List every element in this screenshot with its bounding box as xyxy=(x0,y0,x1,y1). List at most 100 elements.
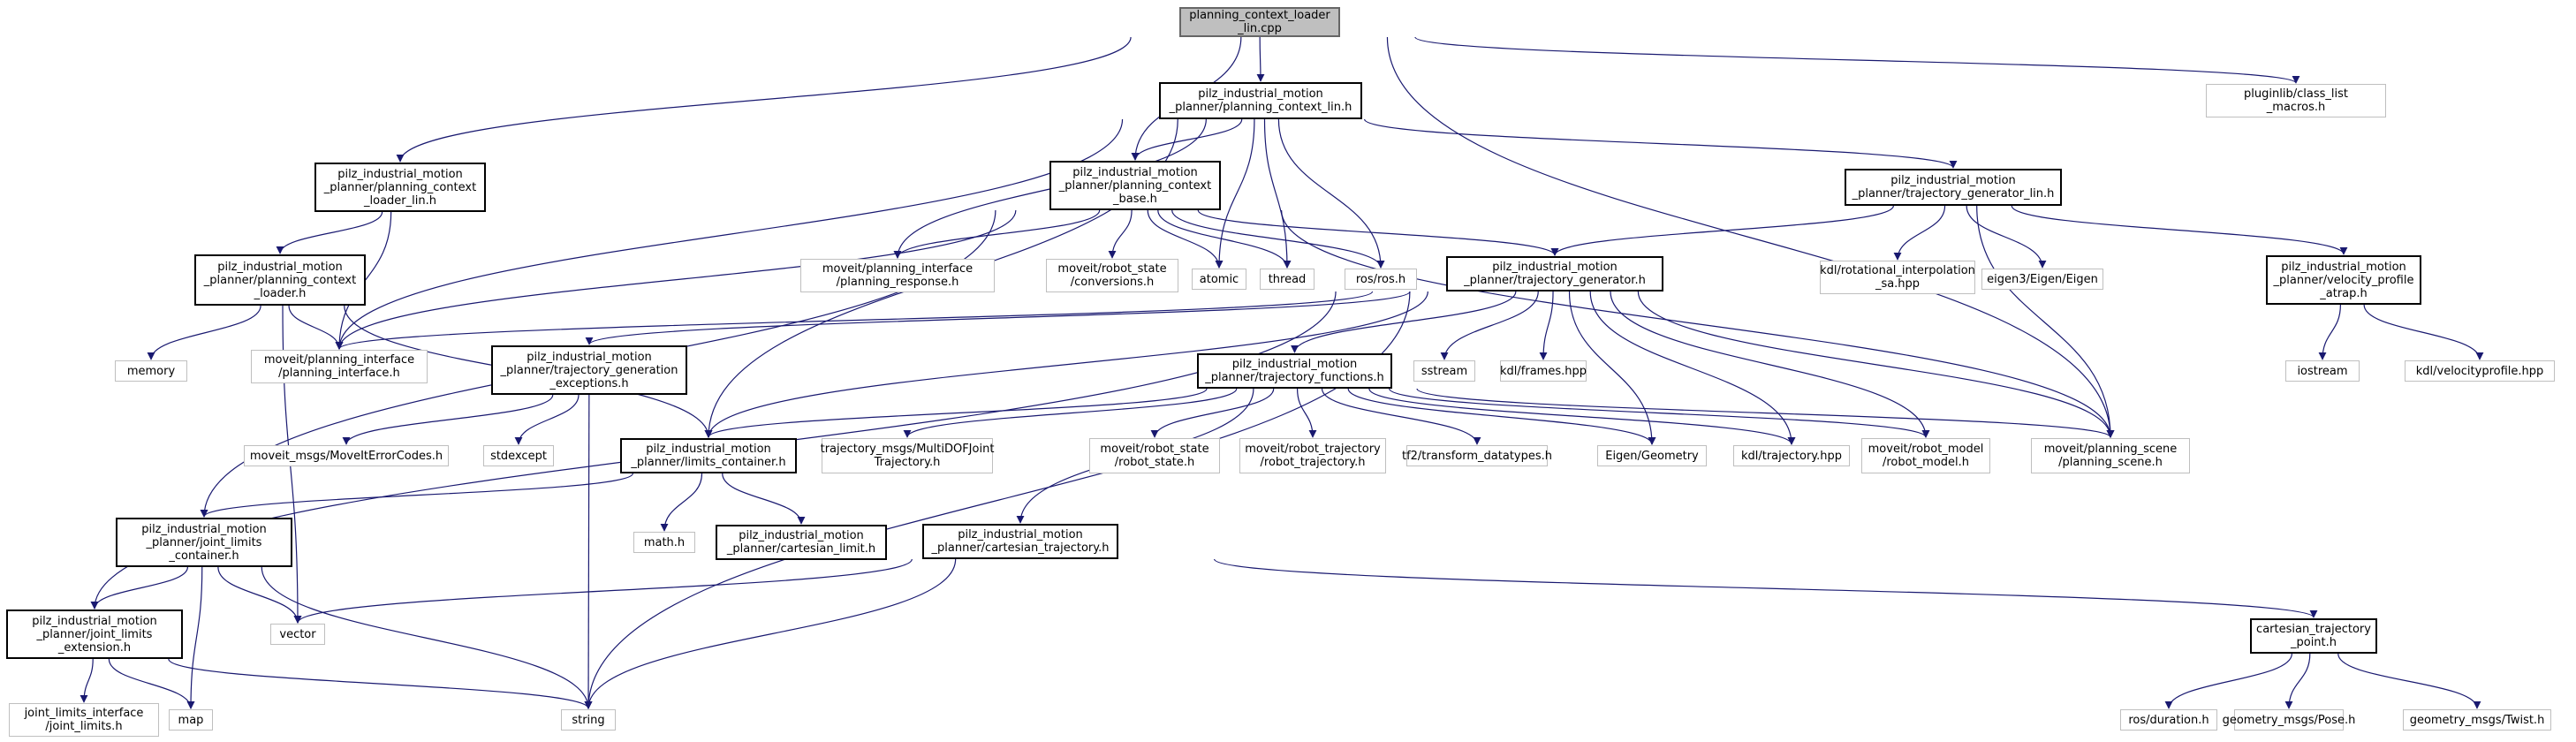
edge-tglinh-to-rotinterp xyxy=(1893,205,1946,261)
graph-node-tfuncs[interactable]: pilz_industrial_motion _planner/trajecto… xyxy=(1197,353,1392,389)
graph-node-string: string xyxy=(561,709,616,731)
edge-basedh-to-conv xyxy=(1108,209,1133,259)
edge-root-to-pclh xyxy=(1256,36,1265,82)
graph-node-tf2: tf2/transform_datatypes.h xyxy=(1402,445,1552,466)
graph-node-twist: geometry_msgs/Twist.h xyxy=(2403,709,2551,731)
graph-node-pose: geometry_msgs/Pose.h xyxy=(2223,709,2355,731)
edge-pclh-to-basedh xyxy=(1131,118,1243,161)
edge-pclh-to-thread xyxy=(1263,118,1292,269)
graph-node-loaderh[interactable]: pilz_industrial_motion _planner/planning… xyxy=(194,254,366,306)
graph-node-tgh[interactable]: pilz_industrial_motion _planner/trajecto… xyxy=(1446,256,1663,292)
graph-node-rosh: ros/ros.h xyxy=(1345,269,1417,290)
edge-tgh-to-sstream xyxy=(1440,291,1539,360)
graph-node-cartlim[interactable]: pilz_industrial_motion _planner/cartesia… xyxy=(716,525,887,560)
graph-node-rstate: moveit/robot_state /robot_state.h xyxy=(1089,438,1220,473)
edge-tfuncs-to-rmodel xyxy=(1389,388,1930,438)
edge-tfuncs-to-kdltraj xyxy=(1368,388,1796,445)
graph-node-mathh: math.h xyxy=(633,532,695,553)
edge-loaderh-to-piface xyxy=(288,305,344,350)
graph-node-map: map xyxy=(169,709,213,731)
edge-velatrap-to-velprof xyxy=(2363,304,2484,360)
edge-carttraj-to-vector xyxy=(293,558,913,624)
edge-basedh-to-pscene xyxy=(1281,209,2115,438)
graph-node-frames: kdl/frames.hpp xyxy=(1500,360,1587,382)
edge-loaderlinh-to-loaderh xyxy=(276,211,383,254)
graph-node-jli: joint_limits_interface /joint_limits.h xyxy=(9,703,159,737)
edge-tfuncs-to-rtraj xyxy=(1296,388,1317,438)
edge-tgexc-to-string xyxy=(584,394,593,709)
edge-ctp-to-pose xyxy=(2284,653,2311,709)
edge-tglinh-to-tgh xyxy=(1550,205,1894,256)
graph-node-pclh[interactable]: pilz_industrial_motion _planner/planning… xyxy=(1159,82,1362,119)
edge-velatrap-to-iostream xyxy=(2318,304,2341,360)
graph-node-duration: ros/duration.h xyxy=(2120,709,2217,731)
edge-tfuncs-to-multidof xyxy=(903,388,1238,438)
graph-node-velprof: kdl/velocityprofile.hpp xyxy=(2405,360,2555,382)
graph-node-kdltraj: kdl/trajectory.hpp xyxy=(1733,445,1850,466)
edge-tglinh-to-velatrap xyxy=(2011,205,2348,255)
edge-carttraj-to-ctp xyxy=(1214,558,2318,618)
edge-loaderh-to-memory xyxy=(147,305,261,360)
edge-pclh-to-piface xyxy=(335,118,1124,350)
edge-basedh-to-tgh xyxy=(1197,209,1559,256)
graph-node-pluginlib: pluginlib/class_list _macros.h xyxy=(2206,84,2386,117)
edge-tgh-to-limcont xyxy=(704,291,1428,438)
edge-tgexc-to-stdexcept xyxy=(514,394,580,445)
edge-carttraj-to-string xyxy=(584,558,957,709)
edge-tglinh-to-eigen xyxy=(1966,205,2047,269)
edge-tfuncs-to-eigengeo xyxy=(1347,388,1656,445)
graph-node-iostream: iostream xyxy=(2285,360,2360,382)
edge-tgh-to-kdltraj xyxy=(1589,291,1796,445)
edge-limcont-to-jlc xyxy=(200,473,633,518)
edge-tgh-to-frames xyxy=(1539,291,1554,360)
edge-jle-to-string xyxy=(168,658,593,709)
edge-pclh-to-tglinh xyxy=(1364,118,1958,169)
edge-tglinh-to-pscene xyxy=(1976,205,2115,438)
graph-node-tglinh[interactable]: pilz_industrial_motion _planner/trajecto… xyxy=(1845,169,2062,206)
graph-node-pscene: moveit/planning_scene /planning_scene.h xyxy=(2031,438,2190,473)
graph-node-loaderlinh[interactable]: pilz_industrial_motion _planner/planning… xyxy=(314,163,486,212)
edge-pclh-to-rosh xyxy=(1277,118,1385,269)
graph-node-jlc[interactable]: pilz_industrial_motion _planner/joint_li… xyxy=(116,518,292,567)
graph-node-stdexcept: stdexcept xyxy=(483,445,554,466)
edge-tgh-to-tgexc xyxy=(585,291,1411,345)
graph-node-velatrap[interactable]: pilz_industrial_motion _planner/velocity… xyxy=(2266,255,2421,305)
graph-node-thread: thread xyxy=(1260,269,1315,290)
graph-node-jle[interactable]: pilz_industrial_motion _planner/joint_li… xyxy=(6,610,183,659)
edge-tgh-to-pscene xyxy=(1637,291,2115,438)
edge-root-to-pscene xyxy=(1386,36,2115,438)
edge-basedh-to-rosh xyxy=(1171,209,1385,269)
graph-node-tgexc[interactable]: pilz_industrial_motion _planner/trajecto… xyxy=(491,345,687,395)
edge-tgh-to-rmodel xyxy=(1610,291,1930,438)
edge-tgh-to-piface xyxy=(335,291,1374,350)
graph-node-piface: moveit/planning_interface /planning_inte… xyxy=(251,350,428,383)
edge-root-to-loaderlinh xyxy=(396,36,1132,163)
graph-node-memory: memory xyxy=(115,360,187,382)
edge-jlc-to-vector xyxy=(217,566,302,624)
edge-ctp-to-duration xyxy=(2164,653,2292,709)
edge-jle-to-map xyxy=(108,658,195,709)
graph-node-presp: moveit/planning_interface /planning_resp… xyxy=(800,259,995,292)
graph-node-rtraj: moveit/robot_trajectory /robot_trajector… xyxy=(1239,438,1386,473)
edge-jlc-to-string xyxy=(261,566,593,709)
edge-tgh-to-eigengeo xyxy=(1568,291,1656,445)
graph-node-errcodes: moveit_msgs/MoveItErrorCodes.h xyxy=(244,445,449,466)
edge-basedh-to-presp xyxy=(893,209,1101,259)
edge-tgexc-to-errcodes xyxy=(342,394,554,445)
graph-node-limcont[interactable]: pilz_industrial_motion _planner/limits_c… xyxy=(620,438,797,473)
edge-basedh-to-thread xyxy=(1157,209,1292,269)
edge-jlc-to-jle xyxy=(90,566,188,610)
edge-jle-to-jli xyxy=(80,658,94,703)
graph-node-carttraj[interactable]: pilz_industrial_motion _planner/cartesia… xyxy=(922,524,1118,559)
edge-limcont-to-mathh xyxy=(660,473,703,532)
graph-node-root[interactable]: planning_context_loader _lin.cpp xyxy=(1179,7,1340,37)
graph-node-vector: vector xyxy=(270,624,325,645)
graph-node-atomic: atomic xyxy=(1192,269,1246,290)
graph-node-conv: moveit/robot_state /conversions.h xyxy=(1046,259,1178,292)
edge-tfuncs-to-limcont xyxy=(704,388,1208,438)
graph-node-ctp[interactable]: cartesian_trajectory _point.h xyxy=(2250,618,2377,654)
edge-basedh-to-atomic xyxy=(1147,209,1224,269)
graph-node-basedh[interactable]: pilz_industrial_motion _planner/planning… xyxy=(1049,161,1221,210)
graph-node-sstream: sstream xyxy=(1413,360,1475,382)
graph-node-rmodel: moveit/robot_model /robot_model.h xyxy=(1861,438,1990,473)
